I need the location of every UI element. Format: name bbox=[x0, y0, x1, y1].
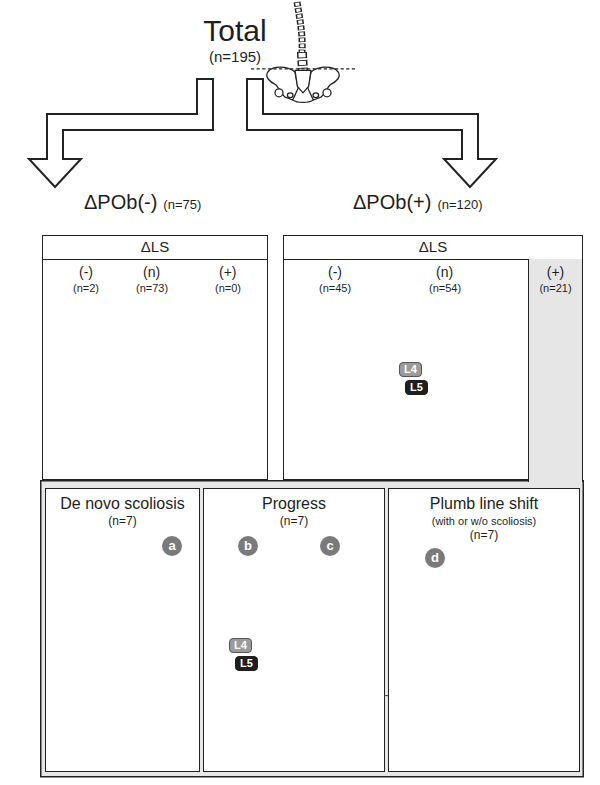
box-title: Plumb line shift bbox=[389, 494, 579, 514]
column-label: (-) bbox=[328, 263, 342, 281]
column-label: (n) bbox=[436, 263, 453, 281]
count-text: (n=2) bbox=[73, 281, 99, 295]
panel-header-text: ΔLS bbox=[43, 236, 267, 258]
spine-top-part bbox=[251, 67, 355, 102]
category-box: Progress(n=7) bbox=[203, 488, 385, 772]
heading-row: ΔPOb(+) (n=120) bbox=[283, 188, 583, 214]
count-text: (n=45) bbox=[319, 281, 351, 295]
arrow-head bbox=[29, 159, 81, 187]
column-label: (n) bbox=[143, 263, 160, 281]
count-text: (n=7) bbox=[204, 514, 384, 529]
hollow-arrow bbox=[29, 78, 205, 187]
group-panel bbox=[41, 481, 584, 777]
category-box: Plumb line shift(with or w/o scoliosis)(… bbox=[388, 488, 580, 772]
box-subtitle: (with or w/o scoliosis) bbox=[389, 514, 579, 528]
count-text: (n=195) bbox=[180, 48, 290, 66]
spine-top-part bbox=[297, 2, 302, 52]
count-text: (n=73) bbox=[136, 281, 168, 295]
category-box: De novo scoliosis(n=7) bbox=[45, 488, 200, 772]
column-label: (-) bbox=[79, 263, 93, 281]
panel-header: ΔLS bbox=[284, 236, 582, 260]
shaded-column: (+)(n=21) bbox=[528, 259, 583, 482]
column-label: (+) bbox=[219, 263, 237, 281]
heading-row: ΔPOb(-) (n=75) bbox=[42, 188, 268, 214]
vertebra-badge: L4 bbox=[399, 362, 422, 377]
group-title: ΔPOb(+) bbox=[353, 190, 431, 214]
callout-letter: b bbox=[238, 536, 258, 556]
count-text: (n=21) bbox=[529, 281, 582, 295]
column-label: (+) bbox=[529, 263, 582, 281]
spine-top-part-part bbox=[267, 67, 339, 102]
arrow-head bbox=[444, 159, 496, 187]
callout-letter: d bbox=[425, 548, 445, 568]
group-title: ΔPOb(-) bbox=[84, 190, 157, 214]
vertebra-badge: L4 bbox=[229, 638, 252, 653]
spine-top-part-part bbox=[251, 68, 355, 69]
count-text: (n=120) bbox=[437, 197, 482, 213]
root-node: Total(n=195) bbox=[180, 14, 290, 78]
hollow-arrow bbox=[255, 78, 496, 187]
group-box: ΔPOb(+)(n=120)ΔLS(+)(n=21) bbox=[283, 188, 583, 480]
box-title: Progress bbox=[204, 494, 384, 514]
arrow-shaft-fill bbox=[55, 80, 205, 162]
count-text: (n=54) bbox=[429, 281, 461, 295]
count-text: (n=0) bbox=[215, 281, 241, 295]
callout-letter: c bbox=[320, 536, 340, 556]
panel-header-text: ΔLS bbox=[284, 236, 582, 258]
spine-top-part bbox=[297, 2, 302, 52]
count-text: (n=75) bbox=[163, 197, 201, 213]
callout-letter: a bbox=[162, 536, 182, 556]
count-text: (n=7) bbox=[389, 528, 579, 543]
count-text: (n=7) bbox=[46, 514, 199, 529]
vertebra-badge: L5 bbox=[405, 380, 428, 395]
panel-header: ΔLS bbox=[43, 236, 267, 260]
vertebra-badge: L5 bbox=[235, 656, 258, 671]
box-title: De novo scoliosis bbox=[46, 494, 199, 514]
group-box: ΔPOb(-) (n=75) ΔLS bbox=[42, 188, 268, 480]
arrow-shaft-fill bbox=[255, 80, 470, 162]
node-title: Total bbox=[180, 14, 290, 48]
